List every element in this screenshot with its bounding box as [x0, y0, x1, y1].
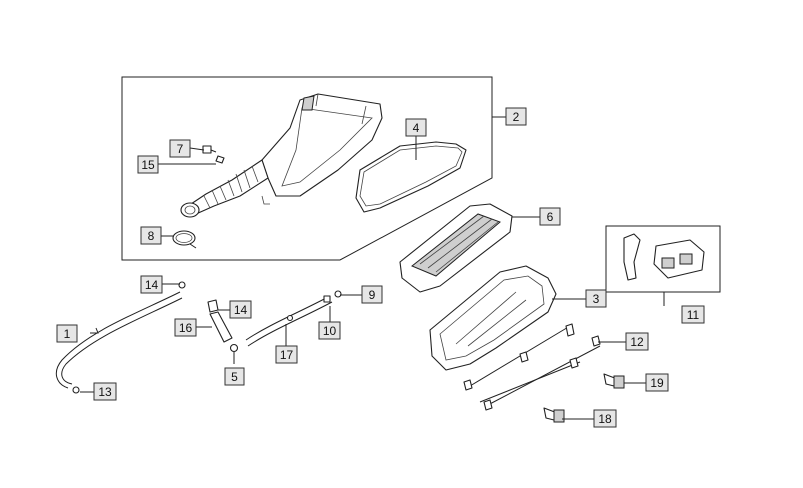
callout-7: 7 — [169, 139, 191, 158]
svg-text:2: 2 — [513, 110, 520, 124]
callout-13: 13 — [93, 382, 117, 401]
intake-duct — [180, 159, 270, 218]
svg-text:5: 5 — [231, 370, 238, 384]
callout-10: 10 — [318, 321, 341, 340]
callout-11: 11 — [681, 305, 705, 324]
callout-17: 17 — [275, 345, 298, 364]
callout-4: 4 — [405, 118, 427, 137]
svg-text:6: 6 — [547, 210, 554, 224]
tube-16 — [207, 299, 239, 353]
callout-14b: 14 — [229, 300, 252, 319]
bolt-19 — [603, 373, 625, 389]
hose-1 — [55, 281, 186, 394]
svg-text:7: 7 — [177, 142, 184, 156]
svg-text:15: 15 — [141, 158, 155, 172]
callout-6: 6 — [539, 207, 561, 226]
inset-parts-11 — [623, 233, 705, 281]
callout-18: 18 — [593, 409, 617, 428]
svg-text:3: 3 — [593, 292, 600, 306]
gasket-4 — [355, 141, 467, 213]
callout-16: 16 — [174, 318, 197, 337]
svg-text:13: 13 — [98, 385, 112, 399]
assembly-outline-2 — [121, 76, 493, 261]
callout-19: 19 — [645, 373, 669, 392]
svg-text:4: 4 — [413, 121, 420, 135]
screws-set — [463, 323, 601, 411]
svg-text:10: 10 — [323, 324, 337, 338]
svg-text:18: 18 — [598, 412, 612, 426]
svg-text:1: 1 — [64, 327, 71, 341]
fitting-7 — [202, 145, 225, 164]
callout-15: 15 — [137, 155, 159, 174]
callout-3: 3 — [585, 289, 607, 308]
filter-element-6 — [399, 203, 513, 293]
bolt-18 — [543, 407, 565, 423]
callout-5: 5 — [224, 367, 245, 386]
callout-14a: 14 — [140, 275, 163, 294]
callout-8: 8 — [140, 226, 162, 245]
svg-text:9: 9 — [369, 288, 376, 302]
clamp-8 — [172, 230, 197, 249]
svg-text:11: 11 — [687, 308, 700, 322]
svg-text:14: 14 — [234, 303, 248, 317]
svg-text:14: 14 — [145, 278, 159, 292]
callout-1: 1 — [56, 324, 78, 343]
inset-box-11 — [605, 225, 721, 293]
leader-lines — [80, 116, 665, 420]
svg-text:17: 17 — [280, 348, 294, 362]
callout-12: 12 — [625, 332, 649, 351]
svg-text:12: 12 — [630, 335, 644, 349]
hose-17 — [245, 290, 342, 347]
svg-text:19: 19 — [650, 376, 664, 390]
air-box-upper — [261, 93, 383, 197]
air-box-lower-3 — [429, 265, 557, 371]
svg-text:8: 8 — [148, 229, 155, 243]
callout-2: 2 — [505, 107, 527, 126]
callout-9: 9 — [361, 285, 383, 304]
svg-text:16: 16 — [179, 321, 193, 335]
